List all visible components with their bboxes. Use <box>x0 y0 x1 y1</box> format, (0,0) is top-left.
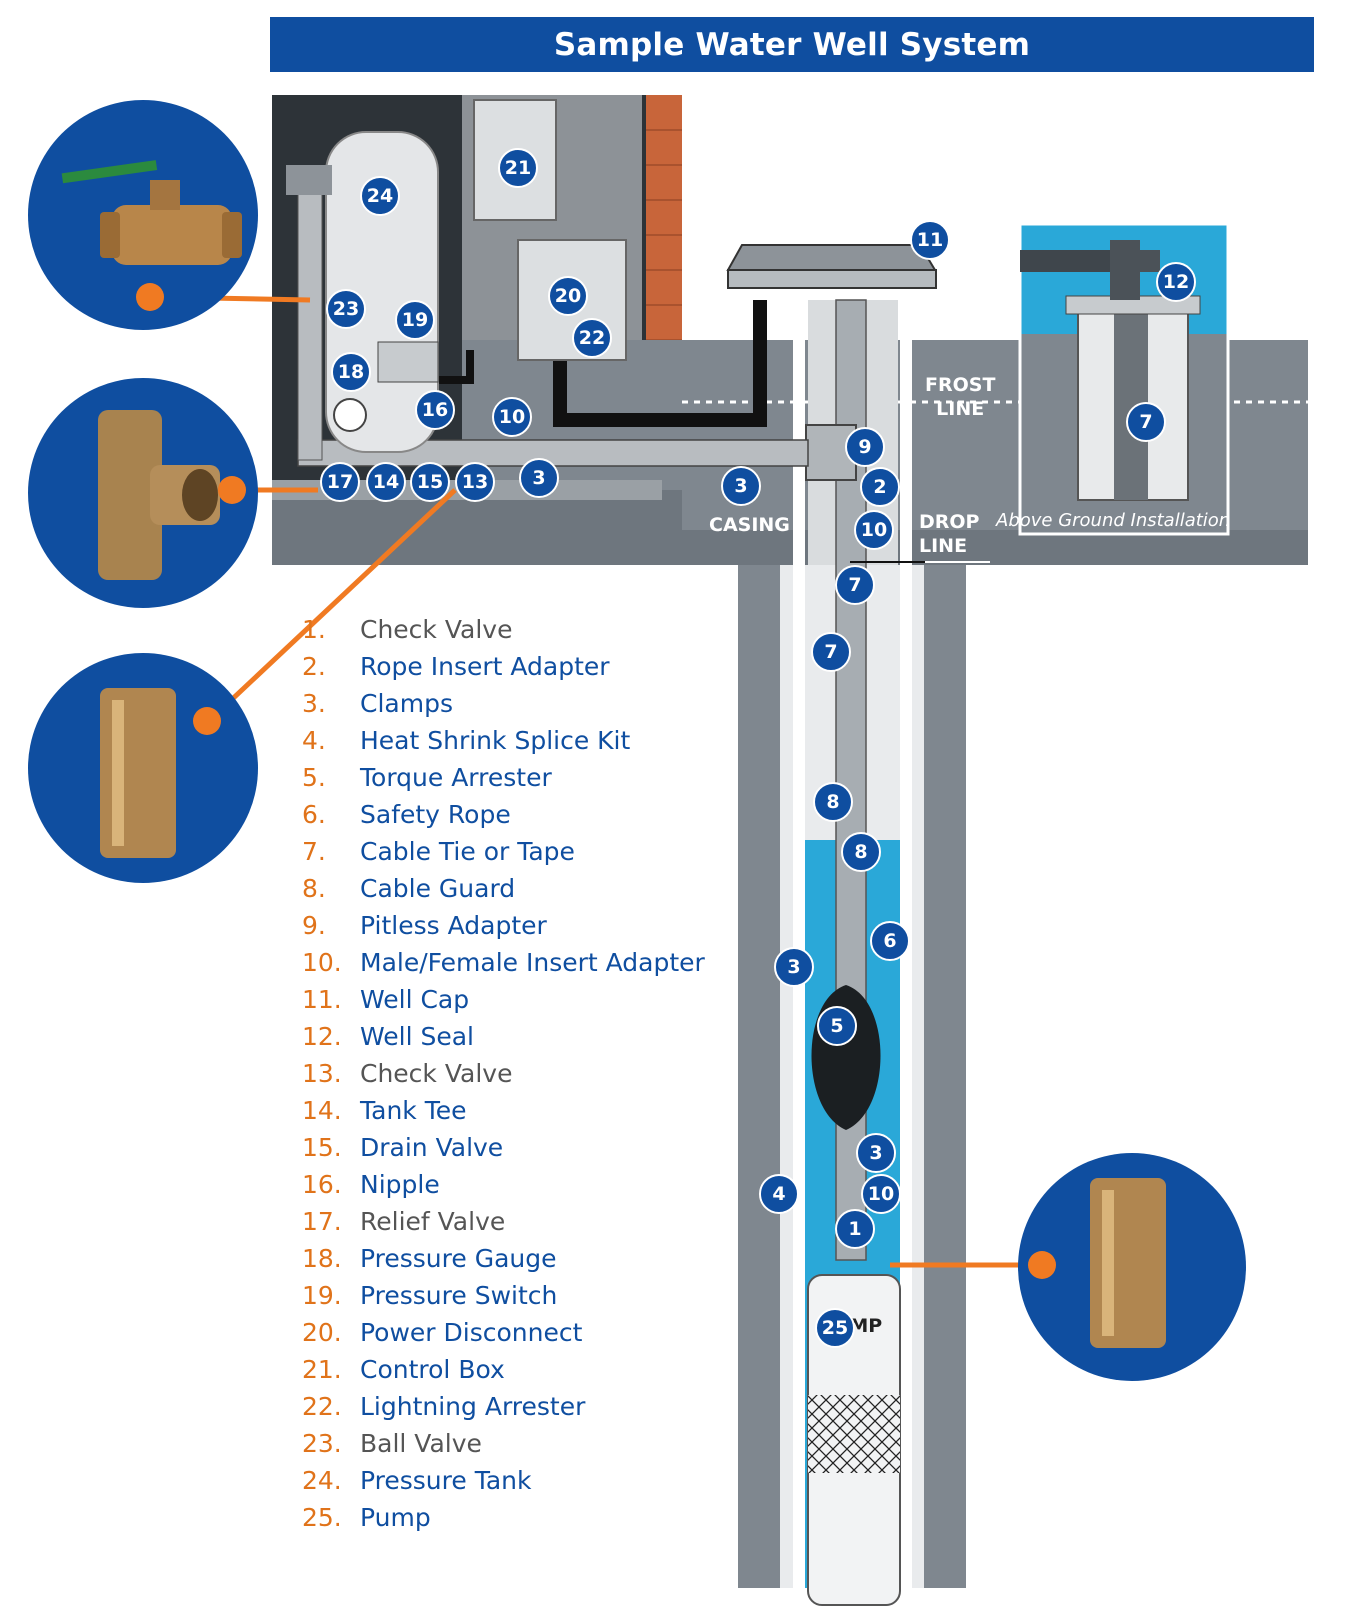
callout-badge: 12 <box>1156 262 1196 302</box>
callout-badge: 10 <box>861 1174 901 1214</box>
callout-badge: 3 <box>774 947 814 987</box>
callout-badge: 11 <box>910 220 950 260</box>
legend-item: 24.Pressure Tank <box>302 1466 532 1495</box>
above-ground-label: Above Ground Installation <box>996 510 1231 531</box>
legend-item: 15.Drain Valve <box>302 1133 504 1162</box>
callout-badge: 8 <box>841 832 881 872</box>
callout-badge: 24 <box>360 176 400 216</box>
callout-badge: 19 <box>395 300 435 340</box>
callout-badge: 3 <box>856 1133 896 1173</box>
callout-badge: 20 <box>548 276 588 316</box>
frost-line-label: FROST LINE <box>925 374 996 420</box>
callout-badge: 16 <box>415 390 455 430</box>
legend-item: 20.Power Disconnect <box>302 1318 583 1347</box>
callout-badge: 7 <box>1126 402 1166 442</box>
callout-badge: 3 <box>721 466 761 506</box>
callout-badge: 15 <box>410 462 450 502</box>
callout-badge: 2 <box>860 467 900 507</box>
legend-item: 19.Pressure Switch <box>302 1281 558 1310</box>
ball-valve-icon <box>112 205 232 265</box>
legend-item: 11.Well Cap <box>302 985 470 1014</box>
check-valve-icon-2 <box>1090 1178 1166 1348</box>
legend-item: 4.Heat Shrink Splice Kit <box>302 726 631 755</box>
legend-item: 22.Lightning Arrester <box>302 1392 586 1421</box>
legend-item: 6.Safety Rope <box>302 800 511 829</box>
drop-line-label: DROP LINE <box>919 511 980 557</box>
callout-badge: 1 <box>835 1209 875 1249</box>
callout-badge: 10 <box>854 510 894 550</box>
callout-dot-check-valve-2 <box>1028 1251 1056 1279</box>
callout-badge: 10 <box>492 397 532 437</box>
callout-badge: 7 <box>835 565 875 605</box>
callout-badge: 25 <box>815 1308 855 1348</box>
callout-badge: 6 <box>870 921 910 961</box>
callout-badge: 21 <box>498 148 538 188</box>
callout-badge: 23 <box>326 289 366 329</box>
legend-item: 1.Check Valve <box>298 611 720 648</box>
legend-item: 21.Control Box <box>302 1355 505 1384</box>
callout-badge: 17 <box>320 462 360 502</box>
callout-dot-check-valve <box>193 707 221 735</box>
callout-badge: 14 <box>366 462 406 502</box>
callout-dot-ball-valve <box>136 283 164 311</box>
legend-item: 8.Cable Guard <box>302 874 516 903</box>
legend-item: 9.Pitless Adapter <box>302 911 547 940</box>
title-banner: Sample Water Well System <box>270 17 1314 72</box>
legend-item: 13.Check Valve <box>298 1055 720 1092</box>
casing-label: CASING <box>709 514 790 536</box>
page-title: Sample Water Well System <box>553 26 1031 63</box>
parts-legend: 1.Check Valve 2.Rope Insert Adapter 3.Cl… <box>298 611 720 1536</box>
legend-item: 7.Cable Tie or Tape <box>302 837 575 866</box>
tank-tee-icon <box>98 410 162 580</box>
legend-item: 23.Ball Valve <box>298 1425 720 1462</box>
callout-badge: 8 <box>813 782 853 822</box>
legend-item: 25.Pump <box>302 1503 431 1532</box>
callout-badge: 18 <box>331 352 371 392</box>
check-valve-icon <box>100 688 176 858</box>
legend-item: 17.Relief Valve <box>298 1203 720 1240</box>
callout-badge: 4 <box>759 1174 799 1214</box>
callout-badge: 13 <box>455 462 495 502</box>
legend-item: 12.Well Seal <box>302 1022 474 1051</box>
callout-badge: 3 <box>519 458 559 498</box>
callout-badge: 22 <box>572 318 612 358</box>
legend-item: 14.Tank Tee <box>302 1096 467 1125</box>
legend-item: 10.Male/Female Insert Adapter <box>302 948 705 977</box>
legend-item: 3.Clamps <box>302 689 453 718</box>
callout-badge: 5 <box>817 1006 857 1046</box>
legend-item: 5.Torque Arrester <box>302 763 552 792</box>
legend-item: 2.Rope Insert Adapter <box>302 652 610 681</box>
legend-item: 18.Pressure Gauge <box>302 1244 557 1273</box>
callout-badge: 7 <box>811 632 851 672</box>
callout-badge: 9 <box>845 427 885 467</box>
legend-item: 16.Nipple <box>302 1170 440 1199</box>
callout-dot-tank-tee <box>218 476 246 504</box>
